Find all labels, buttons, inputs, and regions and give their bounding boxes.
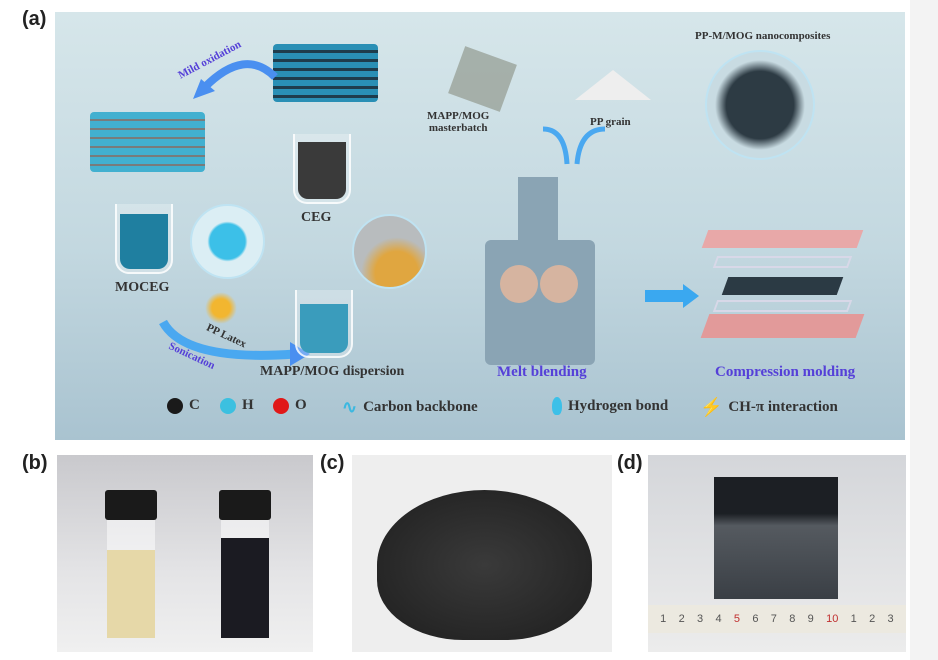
moceg-label: MOCEG: [115, 280, 170, 295]
hydrogen-bond-icon: [552, 397, 562, 415]
pp-grain-illustration: [575, 70, 651, 100]
vial-left: [107, 520, 155, 638]
vial-cap-right: [219, 490, 271, 520]
melt-blending-mixer: [485, 240, 595, 365]
ceg-layers-illustration: [273, 44, 378, 102]
dispersion-beaker: [295, 290, 353, 358]
nanocomposite-zoom-circle: [705, 50, 815, 160]
mixer-hopper: [518, 177, 558, 242]
legend-hydrogen-bond: Hydrogen bond: [552, 397, 668, 415]
ruler-tick: 2: [869, 613, 876, 625]
ruler-tick: 3: [697, 613, 704, 625]
masterbatch-line1: MAPP/MOG: [427, 110, 490, 122]
ceg-beaker: [293, 134, 351, 204]
interaction-zoom-circle: [352, 214, 427, 289]
legend-carbon: C: [167, 397, 200, 414]
legend-carbon-backbone: ∿ Carbon backbone: [342, 397, 478, 418]
compression-molding-label: Compression molding: [715, 364, 856, 380]
composite-sheet: [714, 477, 838, 599]
pp-latex-particles: [205, 292, 237, 324]
process-arrow: [645, 284, 699, 308]
pp-grain-label: PP grain: [590, 116, 631, 128]
legend-label: Hydrogen bond: [568, 397, 669, 414]
feed-arrows: [542, 126, 606, 165]
page-margin: [910, 0, 938, 660]
mild-oxidation-arrow: [193, 60, 278, 99]
mixer-rotor-left: [500, 265, 538, 303]
ruler-tick: 9: [807, 613, 814, 625]
masterbatch-illustration: [448, 46, 517, 112]
ruler-tick: 1: [660, 613, 667, 625]
ruler-tick: 10: [826, 613, 839, 625]
mold-frame-top: [712, 256, 853, 268]
powder-photo: [352, 455, 612, 652]
legend-hydrogen: H: [220, 397, 254, 414]
panel-label-d: (d): [617, 452, 643, 474]
vials-photo: [57, 455, 313, 652]
mold-plate-bottom: [700, 314, 865, 338]
panel-label-a: (a): [22, 8, 47, 30]
legend-ch-pi: ⚡ CH-π interaction: [700, 397, 838, 418]
ruler-tick: 3: [887, 613, 894, 625]
ruler-tick: 6: [752, 613, 759, 625]
ruler-tick: 7: [770, 613, 777, 625]
legend-label: C: [189, 397, 200, 413]
ceg-label: CEG: [301, 210, 332, 225]
moceg-layers-illustration: [90, 112, 205, 172]
oxygen-atom-icon: [273, 397, 289, 414]
carbon-atom-icon: [167, 397, 183, 414]
mixer-rotor-right: [540, 265, 578, 303]
ruler-tick: 4: [715, 613, 722, 625]
panel-label-b: (b): [22, 452, 48, 474]
ch-pi-interaction-icon: ⚡: [700, 397, 723, 417]
legend-label: Carbon backbone: [363, 399, 478, 415]
sample-sheet: [721, 277, 844, 295]
panel-label-c: (c): [320, 452, 345, 474]
carbon-backbone-icon: ∿: [342, 397, 358, 417]
hydrogen-atom-icon: [220, 397, 236, 414]
black-powder-pile: [377, 490, 592, 640]
nanocomposites-label: PP-M/MOG nanocomposites: [695, 30, 831, 42]
masterbatch-line2: masterbatch: [428, 122, 488, 134]
legend-oxygen: O: [273, 397, 307, 414]
ruler-tick: 8: [789, 613, 796, 625]
legend-label: O: [295, 397, 307, 413]
legend-label: H: [242, 397, 254, 413]
vial-cap-left: [105, 490, 157, 520]
dispersion-label: MAPP/MOG dispersion: [260, 364, 405, 379]
schematic-panel: Mild oxidation CEG MOCEG PP Latex Sonica…: [55, 12, 905, 440]
moceg-beaker: [115, 204, 173, 274]
molecule-zoom-circle: [190, 204, 265, 279]
ruler-tick: 5: [733, 613, 741, 625]
melt-blending-label: Melt blending: [497, 364, 587, 380]
vial-right: [221, 520, 269, 638]
mold-plate-top: [701, 230, 864, 248]
legend-label: CH-π interaction: [728, 399, 838, 415]
ruler-tick: 1: [850, 613, 857, 625]
ruler-tick: 2: [678, 613, 685, 625]
mold-frame-bottom: [712, 300, 853, 312]
